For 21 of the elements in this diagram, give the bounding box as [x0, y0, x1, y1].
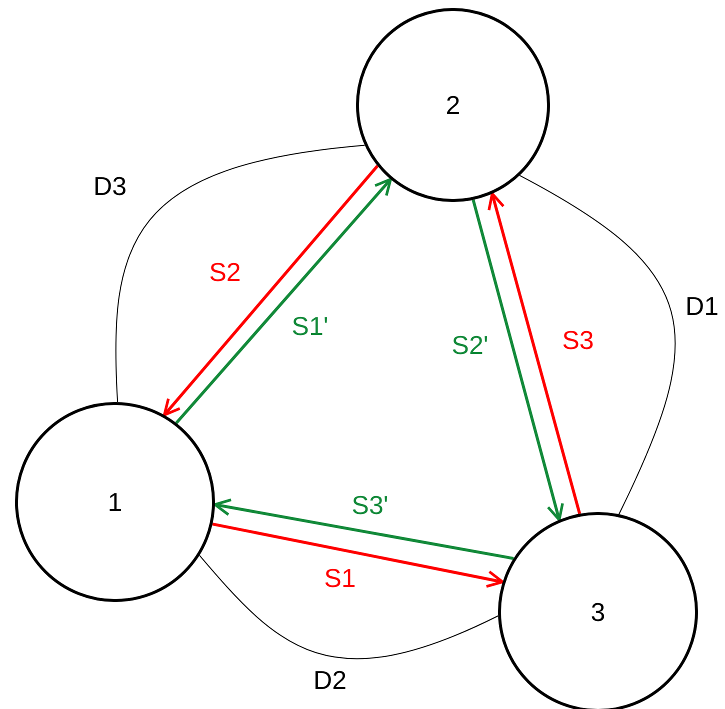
- arrow: [488, 192, 582, 514]
- edge-label: S2': [452, 332, 488, 358]
- edge-label: D2: [313, 667, 347, 693]
- edge-label: S3': [352, 492, 388, 518]
- arrow: [472, 199, 564, 522]
- connector-line: [115, 144, 366, 403]
- edge-label: S2: [209, 259, 241, 285]
- arrow: [162, 164, 379, 416]
- arrow: [212, 522, 504, 588]
- edge-label: S3: [562, 327, 594, 353]
- node-label: 3: [590, 596, 606, 628]
- edge-label: S1: [324, 565, 356, 591]
- edge-label: D1: [685, 293, 719, 319]
- node-label: 2: [446, 90, 460, 120]
- edge-label: S1': [292, 313, 328, 339]
- arrow: [214, 498, 514, 560]
- connector-line: [519, 174, 676, 515]
- node-label: 1: [108, 486, 122, 518]
- arrow: [175, 178, 392, 424]
- edge-label: D3: [93, 173, 127, 199]
- connector-line: [199, 554, 499, 660]
